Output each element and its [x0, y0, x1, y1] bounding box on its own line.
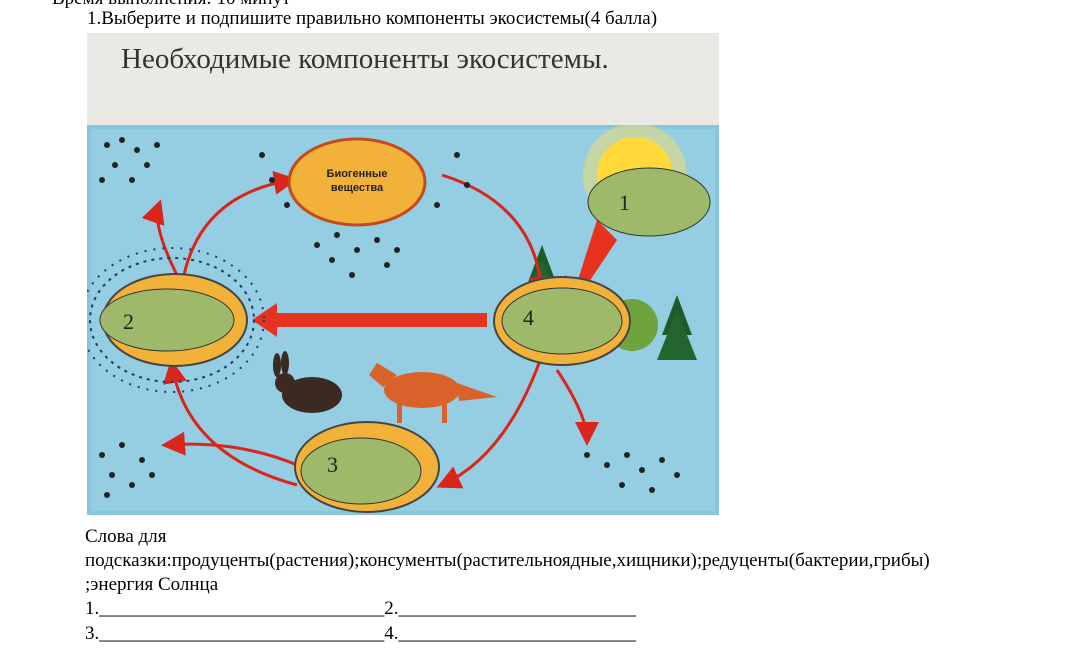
answer-row-2: 3.______________________________4.______…: [85, 623, 636, 645]
slot-3[interactable]: 3: [294, 421, 440, 513]
answer-row-1: 1.______________________________2.______…: [85, 598, 636, 620]
slot-2-number: 2: [123, 309, 134, 334]
answer-1-blank[interactable]: ______________________________: [99, 598, 385, 619]
answer-3-blank[interactable]: ______________________________: [99, 623, 385, 644]
biogenic-node: Биогенные вещества: [287, 137, 427, 227]
bacteria-icon: [87, 247, 265, 393]
hints-line-3: ;энергия Солнца: [85, 574, 219, 595]
rabbit-icon: [273, 351, 342, 413]
biogenic-label-line1: Биогенные: [327, 168, 388, 180]
answer-4-blank[interactable]: _________________________: [398, 623, 637, 644]
task-title: 1.Выберите и подпишите правильно компоне…: [87, 8, 658, 29]
cycle-arrows: [141, 170, 599, 489]
answer-2-blank[interactable]: _________________________: [398, 598, 637, 619]
slot-4-number: 4: [523, 305, 534, 330]
biogenic-label-line2: вещества: [331, 182, 384, 194]
answer-3-label: 3.: [85, 623, 100, 644]
ecosystem-diagram: Биогенные вещества 1 2 3 4: [87, 125, 719, 515]
answer-1-label: 1.: [85, 598, 100, 619]
answer-2-label: 2.: [384, 598, 399, 619]
hints-line-2: подсказки:продуценты(растения);консумент…: [85, 550, 930, 571]
ecosystem-figure: Необходимые компоненты экосистемы.: [87, 33, 719, 515]
hints-block: Слова для подсказки:продуценты(растения)…: [85, 525, 1065, 597]
hints-line-1: Слова для: [85, 526, 167, 547]
slot-1[interactable]: 1: [587, 167, 711, 237]
particles-icon: [99, 137, 680, 498]
slot-2[interactable]: 2: [99, 273, 248, 367]
flow-arrow-icon: [252, 303, 487, 337]
figure-header: Необходимые компоненты экосистемы.: [87, 33, 719, 125]
slot-3-number: 3: [327, 452, 338, 477]
slot-1-number: 1: [619, 190, 630, 215]
fox-icon: [369, 363, 497, 423]
answer-4-label: 4.: [384, 623, 399, 644]
figure-title: Необходимые компоненты экосистемы.: [121, 43, 609, 75]
header-cut-line: Время выполнения: 10 минут: [52, 0, 290, 10]
slot-4[interactable]: 4: [493, 276, 631, 366]
